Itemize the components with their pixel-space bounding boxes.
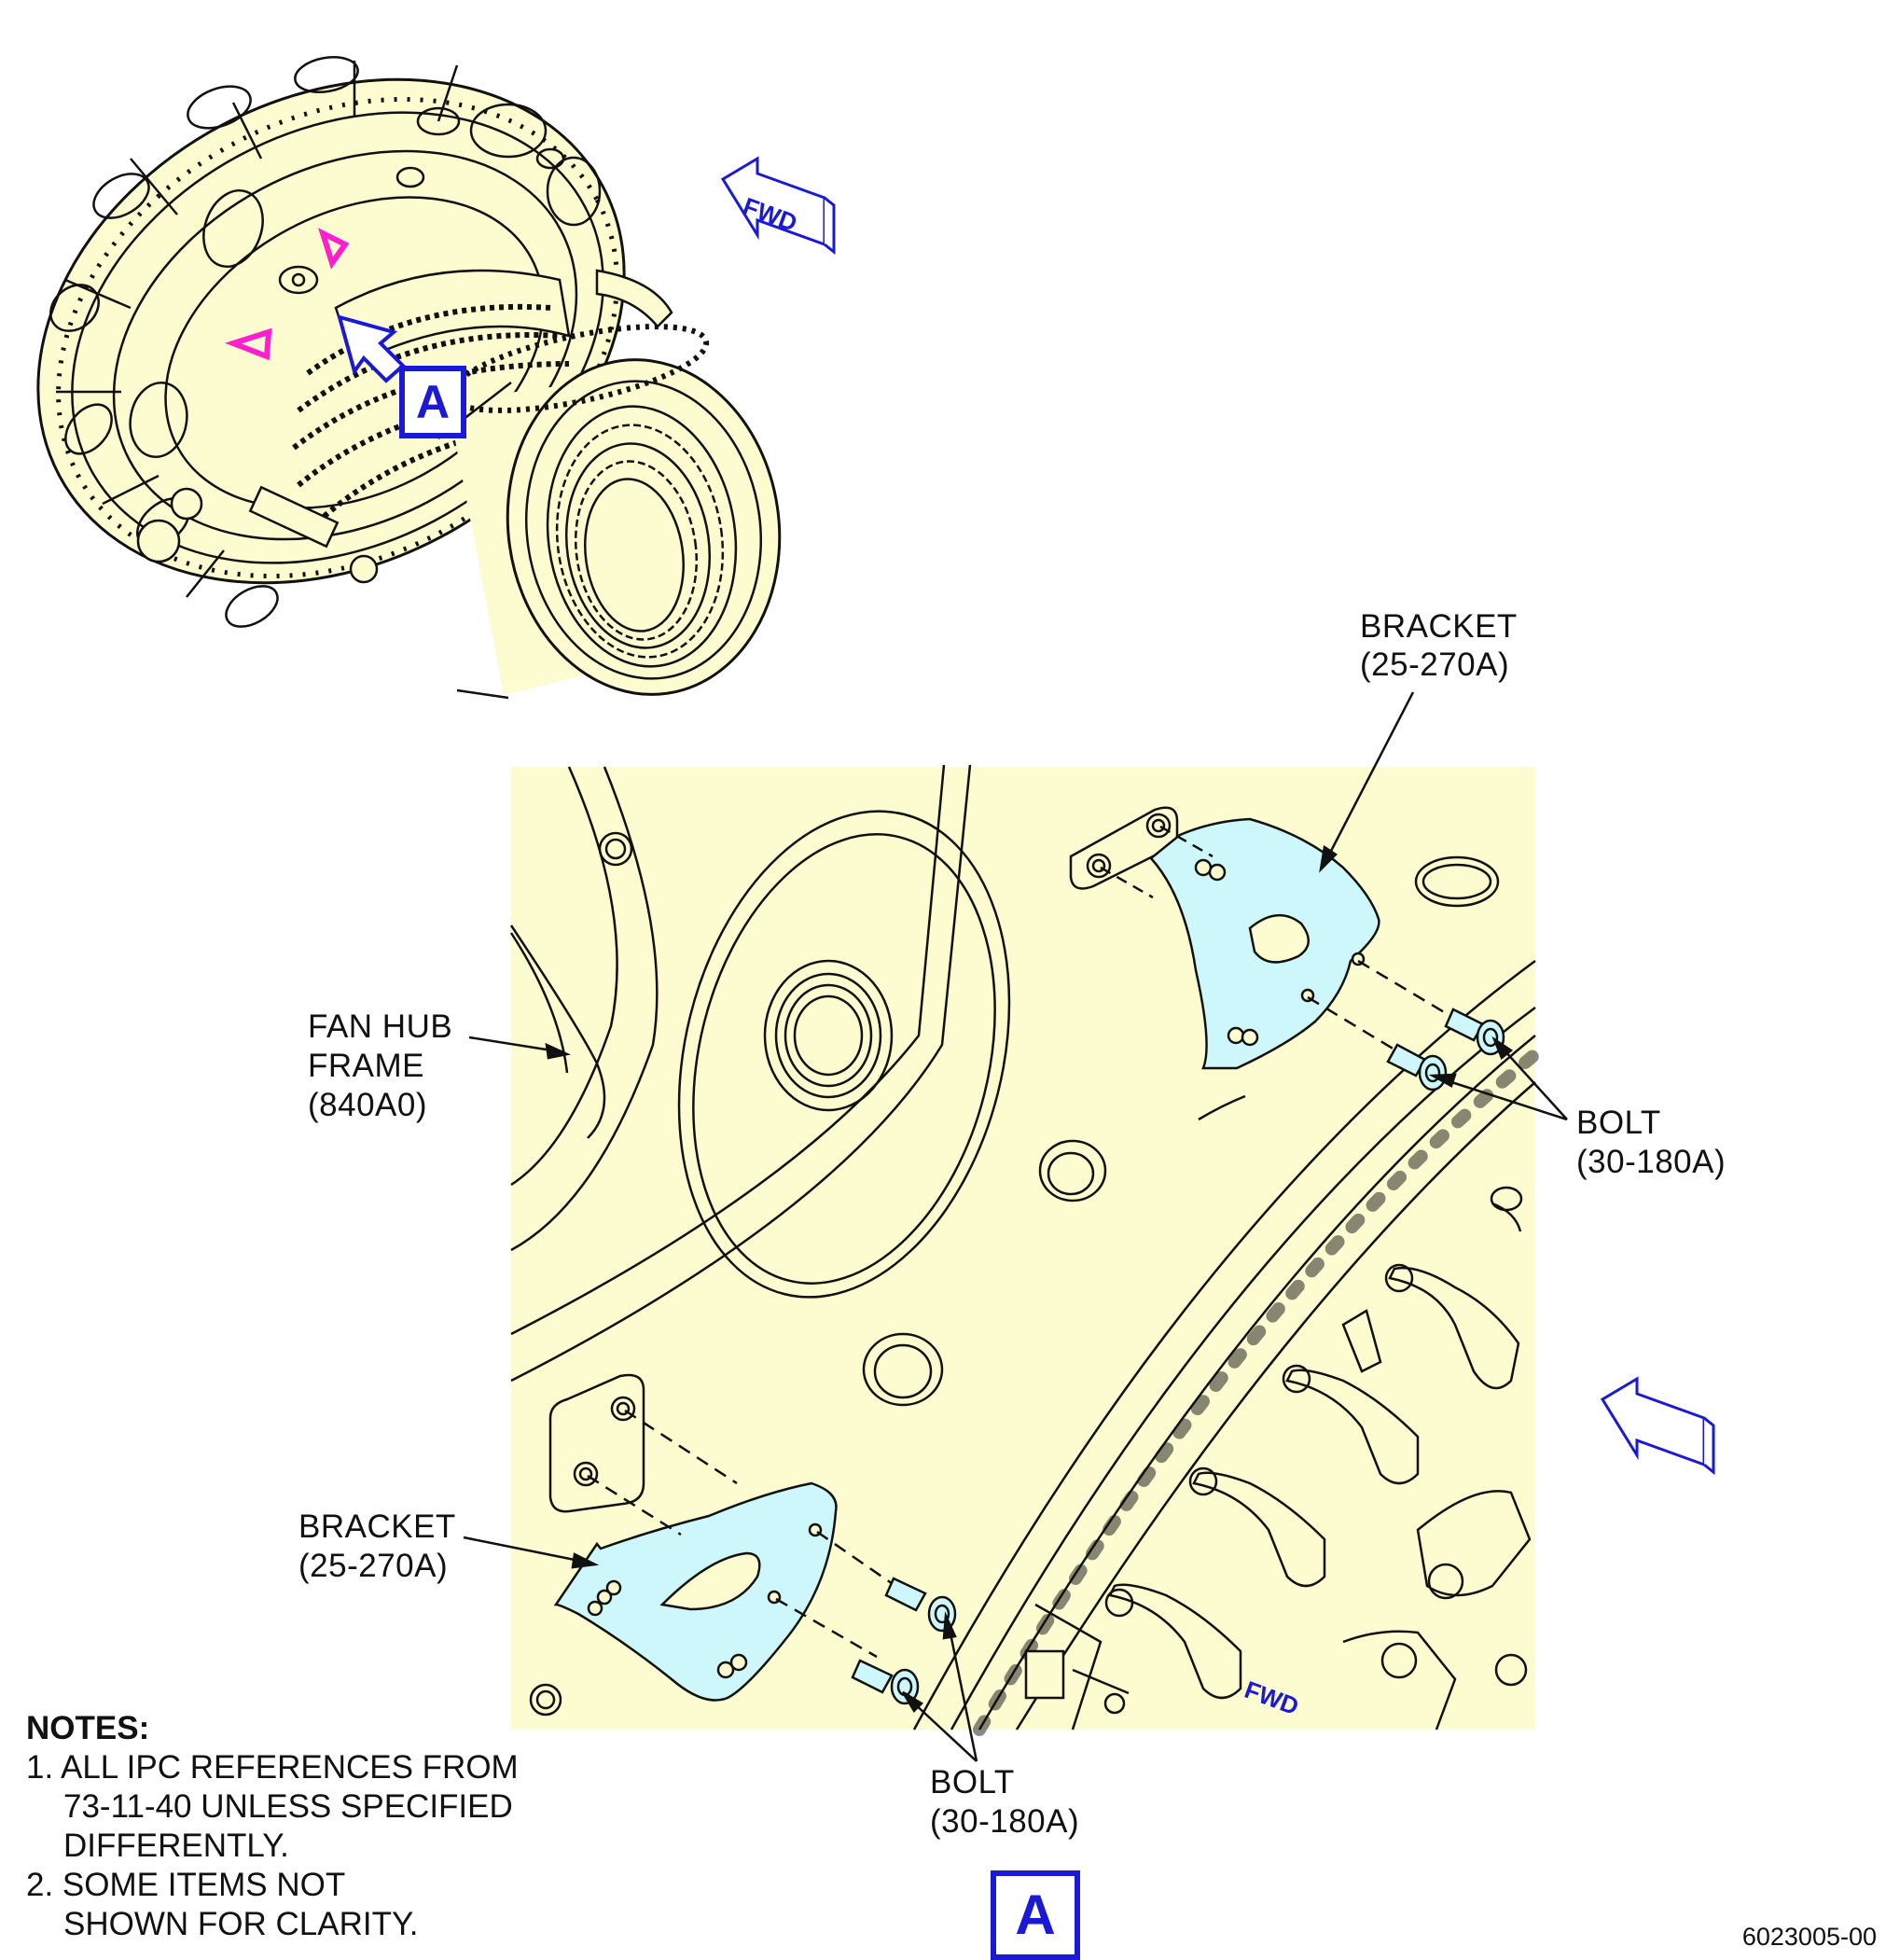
bolt-bottom-label: BOLT (930, 1764, 1015, 1800)
view-a-label-detail: A (991, 1870, 1080, 1960)
bracket-top-label: BRACKET (1360, 608, 1518, 645)
bolt-bottom-ref: (30-180A) (930, 1803, 1080, 1840)
notes-block: NOTES: 1. ALL IPC REFERENCES FROM 73-11-… (26, 1709, 519, 1944)
bolt-right-label: BOLT (1576, 1105, 1661, 1141)
note-1-line-2: 73-11-40 UNLESS SPECIFIED (63, 1788, 513, 1825)
view-a-callout-overview: A (399, 366, 466, 438)
bracket-top (1069, 806, 1456, 1070)
bracket-bottom-ref: (25-270A) (298, 1548, 449, 1584)
bracket-bottom-label: BRACKET (298, 1508, 456, 1545)
figure-number: 6023005-00 (1741, 1923, 1877, 1951)
note-1-line-1: 1. ALL IPC REFERENCES FROM (26, 1749, 519, 1786)
note-2-line-1: 2. SOME ITEMS NOT (26, 1867, 346, 1903)
bracket-top-ref: (25-270A) (1360, 646, 1510, 683)
vane-actuators (1024, 1186, 1532, 1731)
notes-heading: NOTES: (26, 1710, 150, 1746)
bolts-bottom (851, 1577, 957, 1705)
fan-hub-frame-ref: (840A0) (308, 1087, 428, 1123)
fan-hub-frame-overview (36, 56, 782, 700)
note-1-line-3: DIFFERENTLY. (63, 1828, 289, 1864)
fan-hub-frame-label-1: FAN HUB (308, 1008, 453, 1045)
note-2-line-2: SHOWN FOR CLARITY. (63, 1906, 419, 1942)
fan-hub-frame-label-2: FRAME (308, 1048, 424, 1084)
bracket-bottom (548, 1373, 896, 1702)
leader-lines (463, 691, 1568, 1762)
detail-fan-hub-frame (509, 764, 1542, 1736)
bracket-location-markers (224, 228, 350, 361)
view-a-arrow (337, 314, 406, 383)
bolt-right-ref: (30-180A) (1576, 1144, 1727, 1180)
fwd-arrow-top: FWD (720, 156, 836, 256)
